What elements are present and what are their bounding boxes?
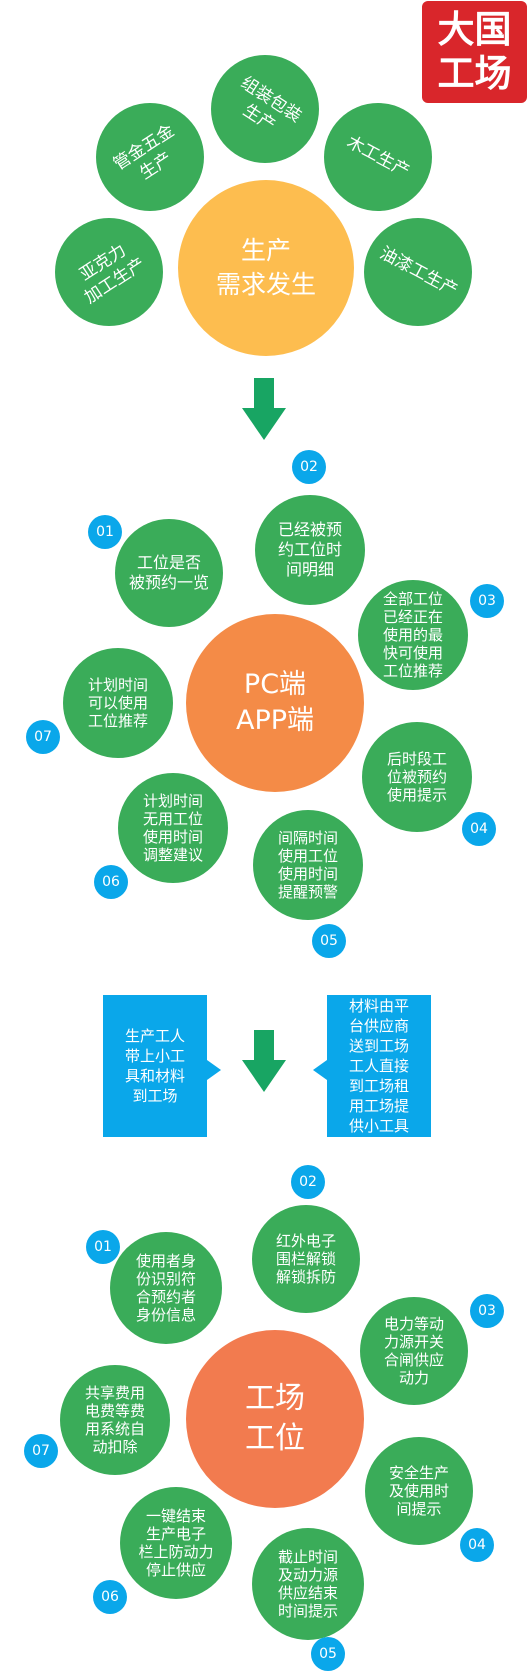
- item-label: 电力等动 力源开关 合闸供应 动力: [383, 1315, 444, 1387]
- center-label: 工场 工位: [245, 1381, 305, 1456]
- item-booking-overview: 工位是否 被预约一览: [115, 519, 223, 627]
- down-arrow-icon: [242, 1030, 286, 1092]
- badge-06: 06: [94, 865, 128, 899]
- item-label: 全部工位 已经正在 使用的最 快可使用 工位推荐: [382, 590, 443, 680]
- item-end-time-reminder: 截止时间 及动力源 供应结束 时间提示: [252, 1528, 364, 1640]
- item-label: 计划时间 无用工位 使用时间 调整建议: [142, 792, 203, 864]
- petal-label: 亚克力 加工生产: [76, 240, 149, 309]
- production-demand-center: 生产 需求发生: [178, 180, 354, 356]
- badge-04: 04: [462, 812, 496, 846]
- badge-04: 04: [460, 1528, 494, 1562]
- petal-hardware: 管金五金 生产: [96, 103, 204, 211]
- worker-brings-tools-box: 生产工人 带上小工 具和材料 到工场: [103, 995, 207, 1137]
- box-label: 材料由平 台供应商 送到工场 工人直接 到工场租 用工场提 供小工具: [348, 997, 409, 1135]
- item-interval-warning: 间隔时间 使用工位 使用时间 提醒预警: [253, 810, 363, 920]
- item-safety-reminder: 安全生产 及使用时 间提示: [365, 1437, 473, 1545]
- logo-line2: 工场: [437, 52, 512, 95]
- pointer-left-icon: [313, 1060, 327, 1080]
- petal-woodwork: 木工生产: [324, 103, 432, 211]
- item-auto-deduction: 共享费用 电费等费 用系统自 动扣除: [60, 1365, 170, 1475]
- petal-label: 管金五金 生产: [110, 120, 178, 184]
- item-adjust-suggestion: 计划时间 无用工位 使用时间 调整建议: [118, 773, 228, 883]
- workshop-station-center: 工场 工位: [186, 1330, 364, 1508]
- badge-01: 01: [88, 515, 122, 549]
- box-label: 生产工人 带上小工 具和材料 到工场: [124, 1027, 185, 1105]
- pc-app-center: PC端 APP端: [186, 614, 364, 792]
- badge-03: 03: [470, 1294, 504, 1328]
- item-plan-recommend: 计划时间 可以使用 工位推荐: [63, 648, 173, 758]
- item-label: 计划时间 可以使用 工位推荐: [87, 676, 148, 730]
- item-label: 已经被预 约工位时 间明细: [277, 520, 342, 579]
- item-fastest-recommend: 全部工位 已经正在 使用的最 快可使用 工位推荐: [358, 580, 468, 690]
- badge-07: 07: [24, 1434, 58, 1468]
- item-identity-check: 使用者身 份识别符 合预约者 身份信息: [110, 1232, 222, 1344]
- item-label: 截止时间 及动力源 供应结束 时间提示: [277, 1548, 338, 1620]
- badge-07: 07: [26, 720, 60, 754]
- item-infrared-unlock: 红外电子 围栏解锁 解锁拆防: [252, 1205, 360, 1313]
- badge-02: 02: [291, 1165, 325, 1199]
- item-label: 一键结束 生产电子 栏上防动力 停止供应: [138, 1507, 214, 1579]
- item-label: 使用者身 份识别符 合预约者 身份信息: [135, 1252, 196, 1324]
- badge-05: 05: [311, 1637, 345, 1671]
- down-arrow-icon: [242, 378, 286, 440]
- center-label: 生产 需求发生: [215, 236, 316, 299]
- item-booked-details: 已经被预 约工位时 间明细: [255, 495, 365, 605]
- petal-painting: 油漆工生产: [364, 218, 472, 326]
- center-label: PC端 APP端: [235, 669, 315, 736]
- badge-05: 05: [312, 924, 346, 958]
- petal-assembly: 组装包装 生产: [211, 55, 319, 163]
- badge-06: 06: [93, 1580, 127, 1614]
- badge-01: 01: [86, 1230, 120, 1264]
- petal-acrylic: 亚克力 加工生产: [55, 218, 163, 326]
- pointer-right-icon: [207, 1060, 221, 1080]
- item-label: 工位是否 被预约一览: [128, 553, 209, 592]
- item-label: 共享费用 电费等费 用系统自 动扣除: [84, 1384, 145, 1456]
- item-label: 后时段工 位被预约 使用提示: [386, 750, 447, 804]
- item-one-key-stop: 一键结束 生产电子 栏上防动力 停止供应: [120, 1487, 232, 1599]
- badge-03: 03: [470, 584, 504, 618]
- item-label: 安全生产 及使用时 间提示: [388, 1464, 449, 1518]
- brand-logo: 大国 工场: [422, 1, 527, 103]
- badge-02: 02: [292, 450, 326, 484]
- petal-label: 木工生产: [343, 132, 413, 182]
- item-later-booked: 后时段工 位被预约 使用提示: [362, 722, 472, 832]
- item-label: 红外电子 围栏解锁 解锁拆防: [275, 1232, 336, 1286]
- logo-line1: 大国: [437, 8, 512, 51]
- item-label: 间隔时间 使用工位 使用时间 提醒预警: [277, 829, 338, 901]
- item-power-supply: 电力等动 力源开关 合闸供应 动力: [360, 1297, 468, 1405]
- petal-label: 组装包装 生产: [237, 72, 305, 136]
- petal-label: 油漆工生产: [375, 243, 461, 301]
- supplier-materials-box: 材料由平 台供应商 送到工场 工人直接 到工场租 用工场提 供小工具: [327, 995, 431, 1137]
